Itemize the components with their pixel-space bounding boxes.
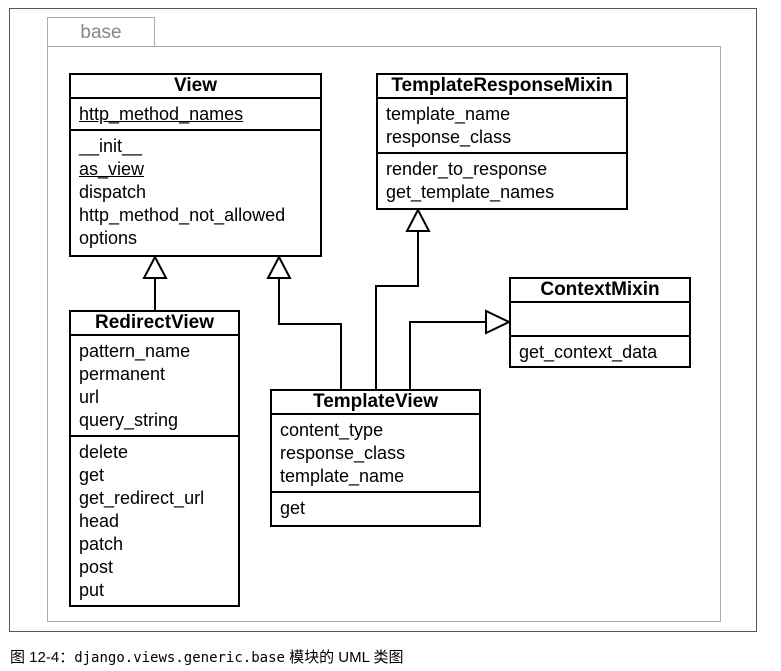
attributes-section: content_type response_class template_nam… (272, 415, 479, 493)
attribute: template_name (386, 104, 511, 124)
method: post (79, 557, 114, 577)
method: as_view (79, 159, 145, 179)
method: get (79, 465, 105, 485)
attributes-section (511, 303, 689, 337)
methods-section: get (272, 493, 479, 523)
caption-suffix: 模块的 UML 类图 (284, 649, 404, 666)
caption-module: django.views.generic.base (74, 650, 285, 666)
attributes-section: template_name response_class (378, 99, 626, 154)
figure-frame (9, 8, 757, 632)
attribute: query_string (79, 410, 179, 430)
attribute: template_name (280, 466, 405, 486)
class-redirect-view: RedirectView pattern_name permanent url … (69, 310, 240, 607)
attribute: response_class (280, 443, 406, 463)
class-view: View http_method_names __init__ as_view … (69, 73, 322, 257)
method: __init__ (79, 136, 143, 156)
generalization-arrowhead (405, 207, 431, 232)
method: get_redirect_url (79, 488, 205, 508)
class-name: ContextMixin (511, 279, 689, 303)
method: get_template_names (386, 182, 555, 202)
package-tab: base (47, 17, 155, 47)
method: delete (79, 442, 129, 462)
class-name: TemplateResponseMixin (378, 75, 626, 99)
caption-prefix: 图 12-4： (10, 649, 75, 666)
methods-section: __init__ as_view dispatch http_method_no… (71, 131, 320, 253)
method: patch (79, 534, 124, 554)
method: render_to_response (386, 159, 548, 179)
generalization-arrowhead (485, 309, 512, 335)
class-context-mixin: ContextMixin get_context_data (509, 277, 691, 368)
generalization-arrowhead (142, 254, 168, 279)
edge-templateview-templateresponsemixin (375, 231, 419, 389)
methods-section: render_to_response get_template_names (378, 154, 626, 207)
attributes-section: pattern_name permanent url query_string (71, 336, 238, 437)
package-name: base (80, 22, 122, 43)
class-name: RedirectView (71, 312, 238, 336)
class-template-view: TemplateView content_type response_class… (270, 389, 481, 527)
method: http_method_not_allowed (79, 205, 286, 225)
attribute: response_class (386, 127, 512, 147)
method: dispatch (79, 182, 147, 202)
attribute: http_method_names (79, 104, 244, 124)
attribute: permanent (79, 364, 166, 384)
figure-caption: 图 12-4：django.views.generic.base 模块的 UML… (10, 648, 404, 668)
method: get_context_data (519, 342, 658, 362)
edge-templateview-contextmixin (409, 321, 486, 389)
methods-section: get_context_data (511, 337, 689, 367)
class-name: View (71, 75, 320, 99)
package-body (47, 46, 721, 622)
method: get (280, 498, 306, 518)
attributes-section: http_method_names (71, 99, 320, 131)
methods-section: delete get get_redirect_url head patch p… (71, 437, 238, 605)
edge-templateview-view (278, 278, 342, 389)
class-name: TemplateView (272, 391, 479, 415)
attribute: url (79, 387, 100, 407)
method: head (79, 511, 120, 531)
method: options (79, 228, 138, 248)
generalization-arrowhead (266, 254, 292, 279)
attribute: content_type (280, 420, 384, 440)
method: put (79, 580, 105, 600)
attribute: pattern_name (79, 341, 191, 361)
class-template-response-mixin: TemplateResponseMixin template_name resp… (376, 73, 628, 210)
